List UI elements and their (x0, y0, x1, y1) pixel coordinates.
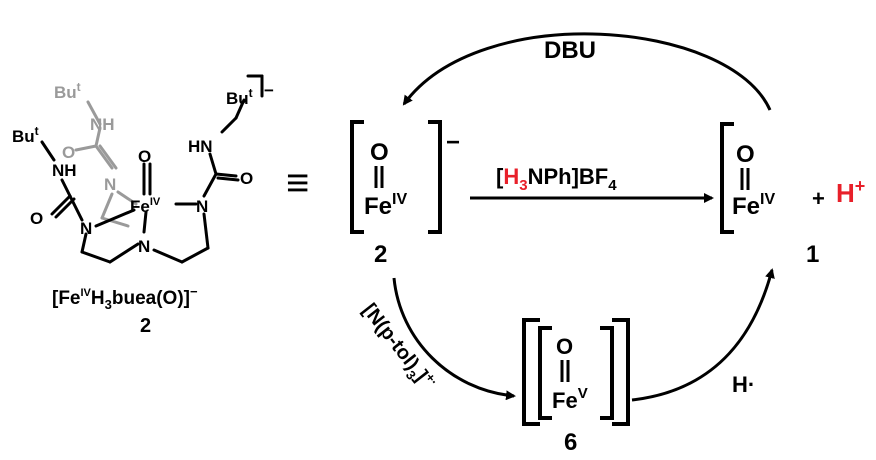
right-hn-label: HN (188, 137, 213, 156)
equivalence-sign: ≡ (286, 161, 309, 205)
species-6-outer-left-bracket (522, 318, 540, 426)
species-6: O FeV 6 (522, 318, 630, 456)
fe-center-label: FeIV (130, 196, 161, 216)
hat-arrow (631, 268, 775, 402)
dbu-arrow (402, 32, 772, 111)
species-6-inner-left-bracket (538, 326, 552, 420)
back-tbu-label: But (54, 80, 81, 102)
species-2-oxo: O (370, 139, 389, 166)
front-nh-label: NH (52, 161, 77, 180)
species-1-left-bracket (720, 122, 734, 234)
reaction-arrows (392, 32, 775, 402)
species-6-inner-right-bracket (600, 326, 614, 420)
h-atom-label: H· (732, 372, 755, 397)
apical-n-label: N (138, 237, 150, 256)
species-2-left-bracket (350, 120, 364, 234)
species-2-right-bracket (428, 120, 442, 234)
oxo-o-label: O (138, 147, 151, 166)
species-6-oxo: O (556, 334, 573, 359)
anilinium-label: [H3NPh]BF4 (496, 164, 617, 194)
left-n-label: N (80, 219, 92, 238)
front-urea-arms (40, 74, 264, 264)
species-2: O FeIV − 2 (350, 120, 460, 268)
dbu-label: DBU (544, 37, 596, 64)
right-tbu-label: But (226, 86, 253, 108)
right-carbonyl-o: O (240, 169, 253, 188)
species-2-number: 2 (374, 241, 387, 268)
complex-caption: [FeIVH3buea(O)]− (52, 284, 198, 312)
oxidation-arrow (392, 277, 516, 401)
back-n-label: N (104, 175, 116, 194)
species-1-fe: FeIV (732, 191, 775, 220)
species-2-charge: − (446, 129, 460, 156)
species-2-fe: FeIV (364, 191, 407, 220)
complex-number: 2 (140, 315, 151, 337)
aminium-label: [N(p-tol)3]+· (355, 298, 442, 397)
back-carbonyl-o: O (62, 143, 75, 162)
species-6-outer-right-bracket (612, 318, 630, 426)
front-carbonyl-o: O (30, 209, 43, 228)
proton-label: H+ (836, 176, 865, 208)
fe-complex-structure: But NH O N But NH O N N O FeIV N O HN Bu… (12, 74, 274, 337)
back-nh-label: NH (90, 115, 115, 134)
species-1: O FeIV + H+ 1 (720, 122, 865, 268)
back-urea-arm (74, 100, 138, 228)
species-6-fe: FeV (552, 385, 588, 413)
complex-charge: − (264, 81, 274, 100)
plus-sign: + (812, 186, 825, 211)
right-n-label: N (196, 197, 208, 216)
species-1-oxo: O (736, 141, 755, 168)
front-tbu-label: But (12, 124, 39, 146)
species-1-number: 1 (806, 241, 819, 268)
species-6-number: 6 (564, 429, 577, 456)
